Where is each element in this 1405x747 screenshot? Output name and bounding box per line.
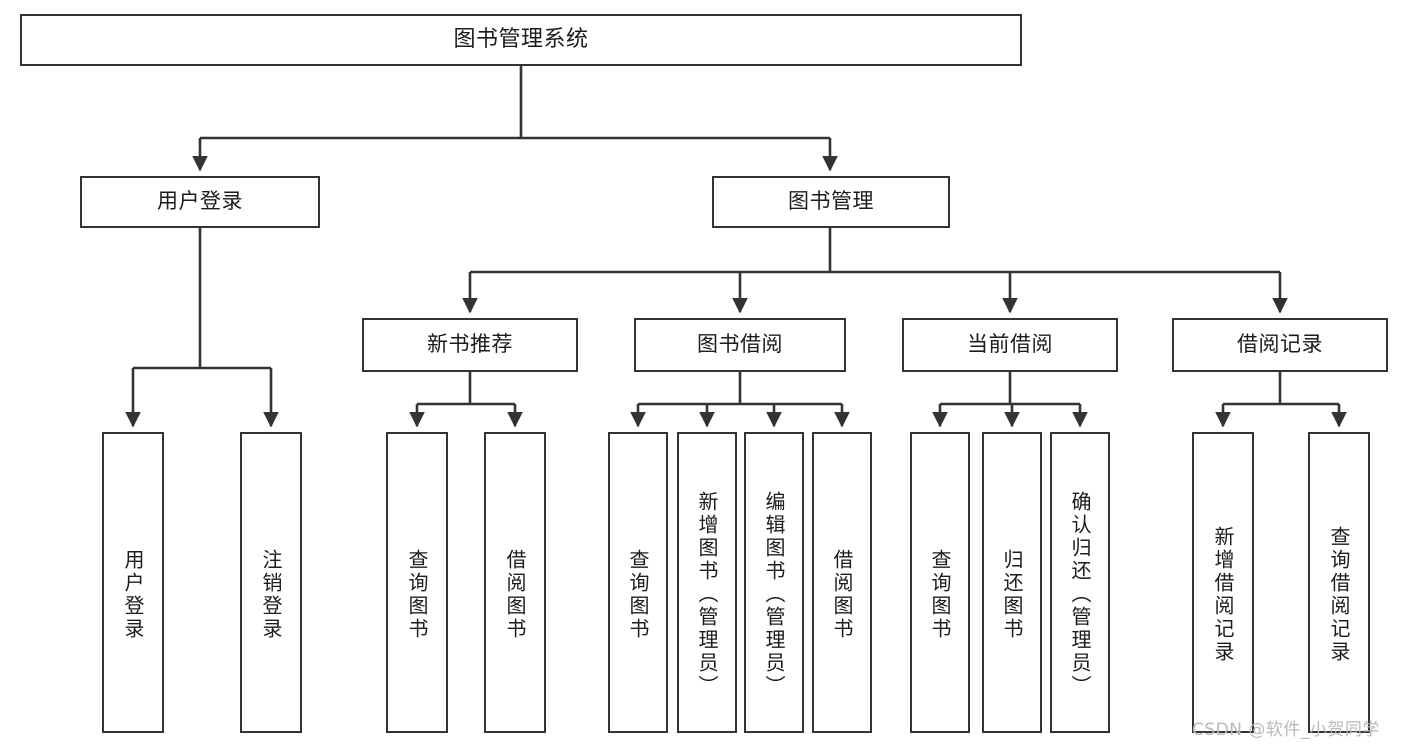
node-borrow-record[interactable]: 借阅记录: [1172, 318, 1388, 372]
node-leaf-query-book-2[interactable]: 查询图书: [608, 432, 668, 733]
node-book-management-label: 图书管理: [788, 189, 874, 214]
node-borrow-record-label: 借阅记录: [1237, 332, 1323, 357]
node-leaf-add-book-label: 新增图书（管理员）: [695, 491, 719, 698]
node-current-borrow-label: 当前借阅: [967, 332, 1053, 357]
node-leaf-query-book-3-label: 查询图书: [928, 549, 952, 641]
node-leaf-query-book-2-label: 查询图书: [626, 549, 650, 641]
node-user-login-label: 用户登录: [157, 189, 243, 214]
node-leaf-confirm-return[interactable]: 确认归还（管理员）: [1050, 432, 1110, 733]
node-book-borrow[interactable]: 图书借阅: [634, 318, 846, 372]
node-leaf-query-book-3[interactable]: 查询图书: [910, 432, 970, 733]
node-leaf-return-book[interactable]: 归还图书: [982, 432, 1042, 733]
node-user-login[interactable]: 用户登录: [80, 176, 320, 228]
node-leaf-borrow-book-1-label: 借阅图书: [503, 549, 527, 641]
node-leaf-add-borrow-record[interactable]: 新增借阅记录: [1192, 432, 1254, 733]
node-new-book-recommend[interactable]: 新书推荐: [362, 318, 578, 372]
node-leaf-edit-book[interactable]: 编辑图书（管理员）: [744, 432, 804, 733]
node-leaf-user-logout-label: 注销登录: [259, 549, 283, 641]
node-leaf-borrow-book-2-label: 借阅图书: [830, 549, 854, 641]
node-leaf-borrow-book-2[interactable]: 借阅图书: [812, 432, 872, 733]
node-leaf-user-logout[interactable]: 注销登录: [240, 432, 302, 733]
node-leaf-user-login-label: 用户登录: [121, 549, 145, 641]
node-leaf-query-borrow-record[interactable]: 查询借阅记录: [1308, 432, 1370, 733]
watermark: CSDN @软件_小贺同学: [1192, 720, 1380, 740]
node-current-borrow[interactable]: 当前借阅: [902, 318, 1118, 372]
node-root[interactable]: 图书管理系统: [20, 14, 1022, 66]
node-root-label: 图书管理系统: [453, 26, 589, 52]
node-leaf-return-book-label: 归还图书: [1000, 549, 1024, 641]
node-leaf-borrow-book-1[interactable]: 借阅图书: [484, 432, 546, 733]
node-new-book-recommend-label: 新书推荐: [427, 332, 513, 357]
node-leaf-confirm-return-label: 确认归还（管理员）: [1068, 491, 1092, 698]
node-leaf-query-book-1-label: 查询图书: [405, 549, 429, 641]
node-leaf-add-borrow-record-label: 新增借阅记录: [1211, 526, 1235, 664]
node-book-borrow-label: 图书借阅: [697, 332, 783, 357]
node-book-management[interactable]: 图书管理: [712, 176, 950, 228]
node-leaf-edit-book-label: 编辑图书（管理员）: [762, 491, 786, 698]
node-leaf-query-book-1[interactable]: 查询图书: [386, 432, 448, 733]
node-leaf-user-login[interactable]: 用户登录: [102, 432, 164, 733]
node-leaf-add-book[interactable]: 新增图书（管理员）: [677, 432, 737, 733]
node-leaf-query-borrow-record-label: 查询借阅记录: [1327, 526, 1351, 664]
